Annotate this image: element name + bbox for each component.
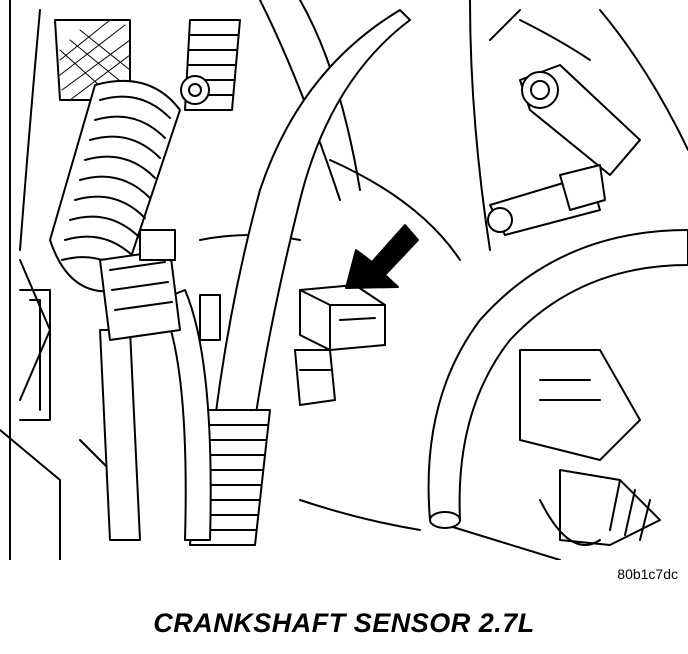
corrugated-hose-top [181, 20, 240, 110]
right-fitting [488, 65, 640, 235]
arrow-pointing-down-left-icon [346, 225, 418, 288]
left-connector [100, 230, 220, 340]
lower-right-detail [520, 350, 660, 545]
crankshaft-sensor-connector [295, 285, 385, 405]
reference-code: 80b1c7dc [617, 566, 678, 582]
engine-bay-illustration [0, 0, 688, 560]
background-structure [0, 0, 688, 560]
figure-caption: CRANKSHAFT SENSOR 2.7L [153, 608, 535, 638]
right-curved-tube [429, 230, 688, 528]
